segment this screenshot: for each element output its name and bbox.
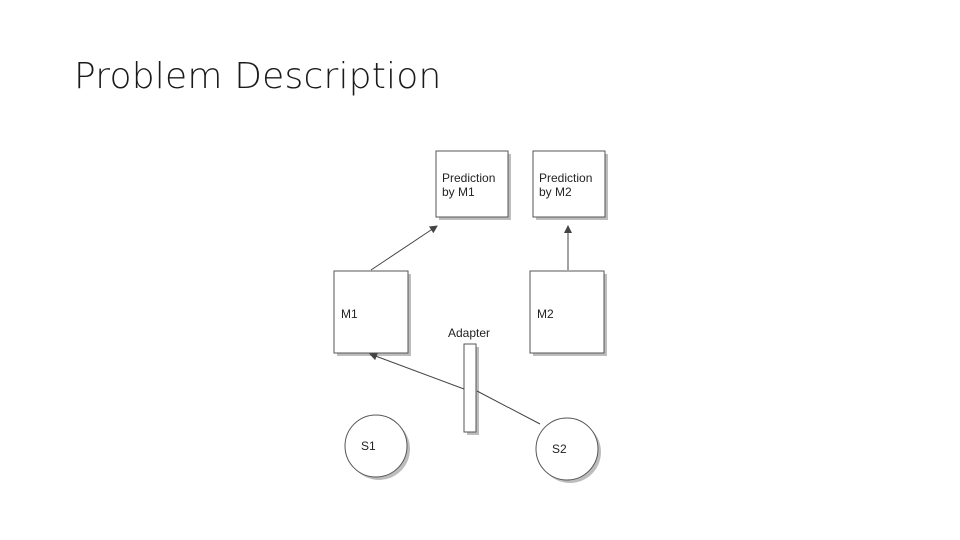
m1-label: M1 xyxy=(341,307,358,321)
s2-label: S2 xyxy=(552,442,567,456)
prediction-m1-line1: Prediction xyxy=(442,171,495,185)
edge-s2-to-adapter xyxy=(476,390,541,425)
m1-node: M1 xyxy=(333,270,411,356)
adapter-node: Adapter xyxy=(448,326,490,435)
edge-adapter-to-m1 xyxy=(369,352,465,390)
s1-label: S1 xyxy=(361,439,376,453)
m2-label: M2 xyxy=(537,307,554,321)
prediction-m2-line1: Prediction xyxy=(539,171,592,185)
s2-node: S2 xyxy=(535,417,601,483)
adapter-label: Adapter xyxy=(448,326,490,340)
prediction-m1-line2: by M1 xyxy=(442,185,475,199)
m2-node: M2 xyxy=(529,270,607,356)
prediction-m2-node: Prediction by M2 xyxy=(532,150,608,220)
edge-m1-to-prediction-m1 xyxy=(370,225,438,271)
s1-node: S1 xyxy=(344,414,410,480)
prediction-m2-line2: by M2 xyxy=(539,185,572,199)
prediction-m1-node: Prediction by M1 xyxy=(435,150,511,220)
slide-title: Problem Description xyxy=(74,56,442,97)
